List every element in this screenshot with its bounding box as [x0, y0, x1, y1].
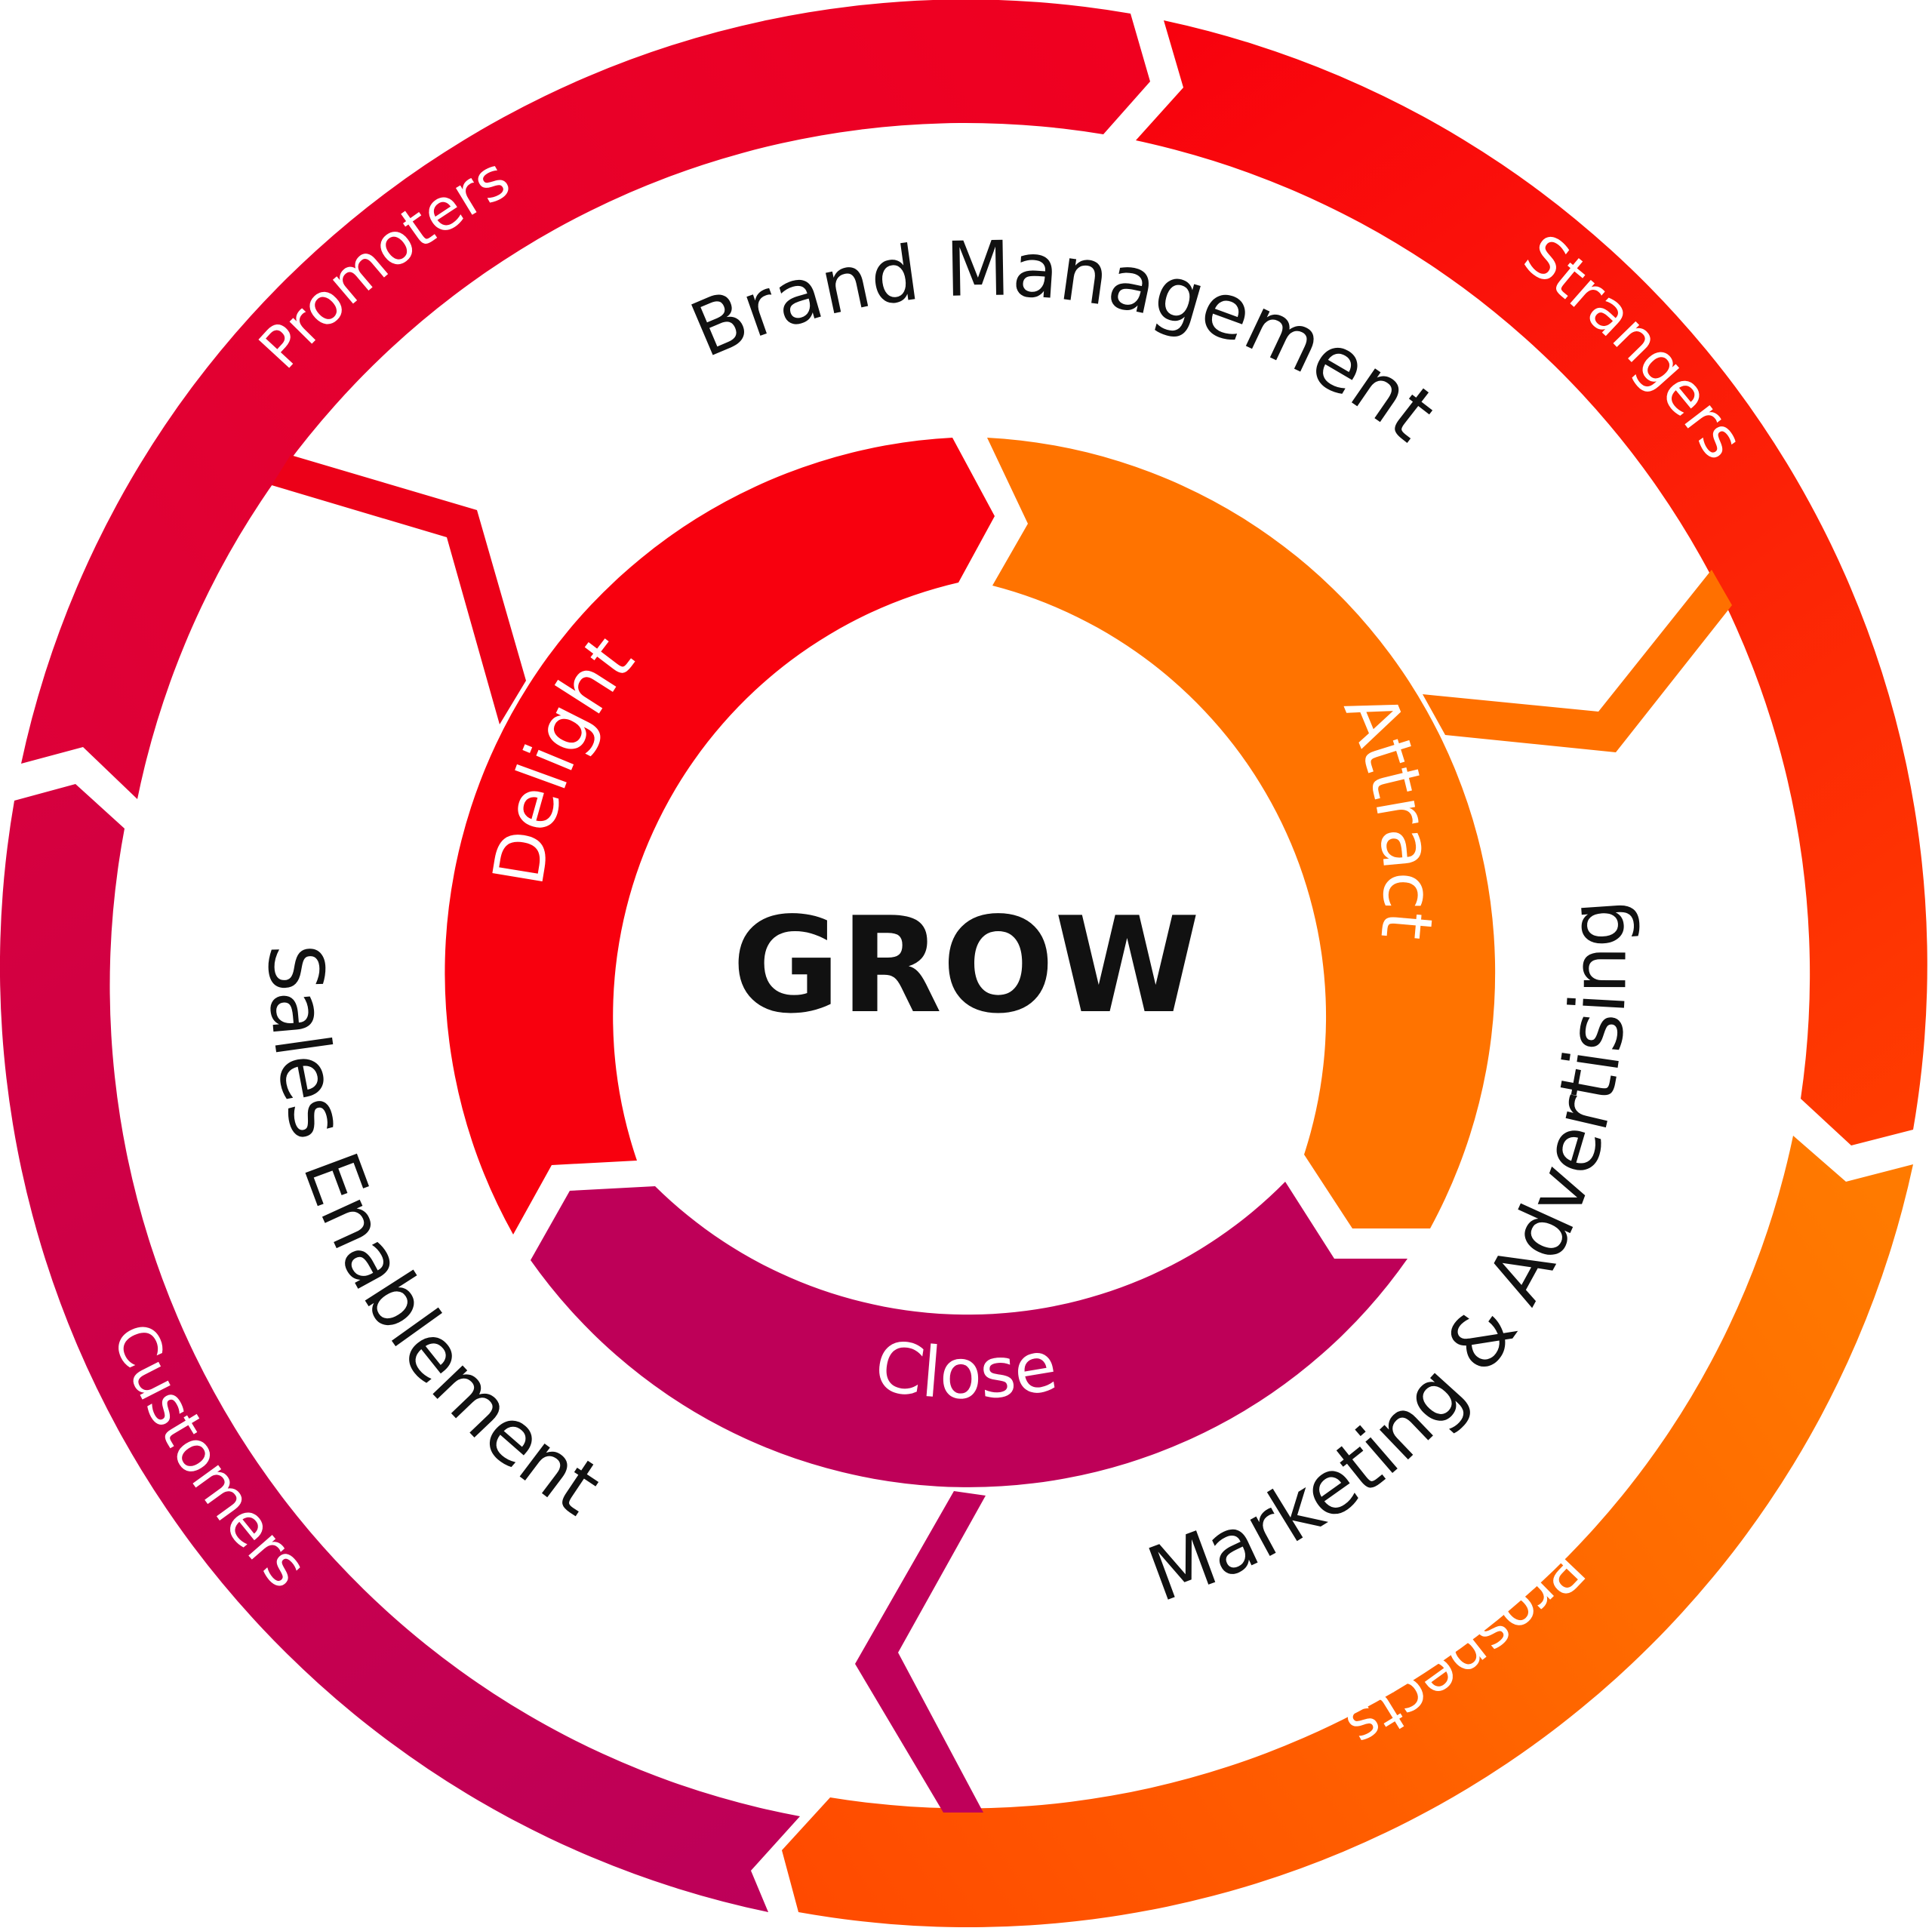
center-title: GROW [732, 890, 1200, 1043]
outer-segment-promoters [21, 0, 1150, 799]
inner-segment-close [531, 1182, 1407, 1487]
inner-segment-delight [445, 438, 995, 1235]
connectors [272, 455, 1732, 1813]
inner-ring [445, 438, 1496, 1487]
label-brand-management: Brand Management [678, 224, 1451, 458]
outer-segment-customers [0, 784, 800, 1912]
label-close: Close [869, 1325, 1063, 1415]
outer-segment-strangers [1136, 20, 1927, 1145]
connector-delight [272, 455, 526, 724]
connector-attract [1423, 570, 1732, 752]
connector-close [855, 1491, 986, 1813]
inner-segment-attract [987, 438, 1496, 1228]
outer-segment-prospects [782, 1136, 1913, 1928]
